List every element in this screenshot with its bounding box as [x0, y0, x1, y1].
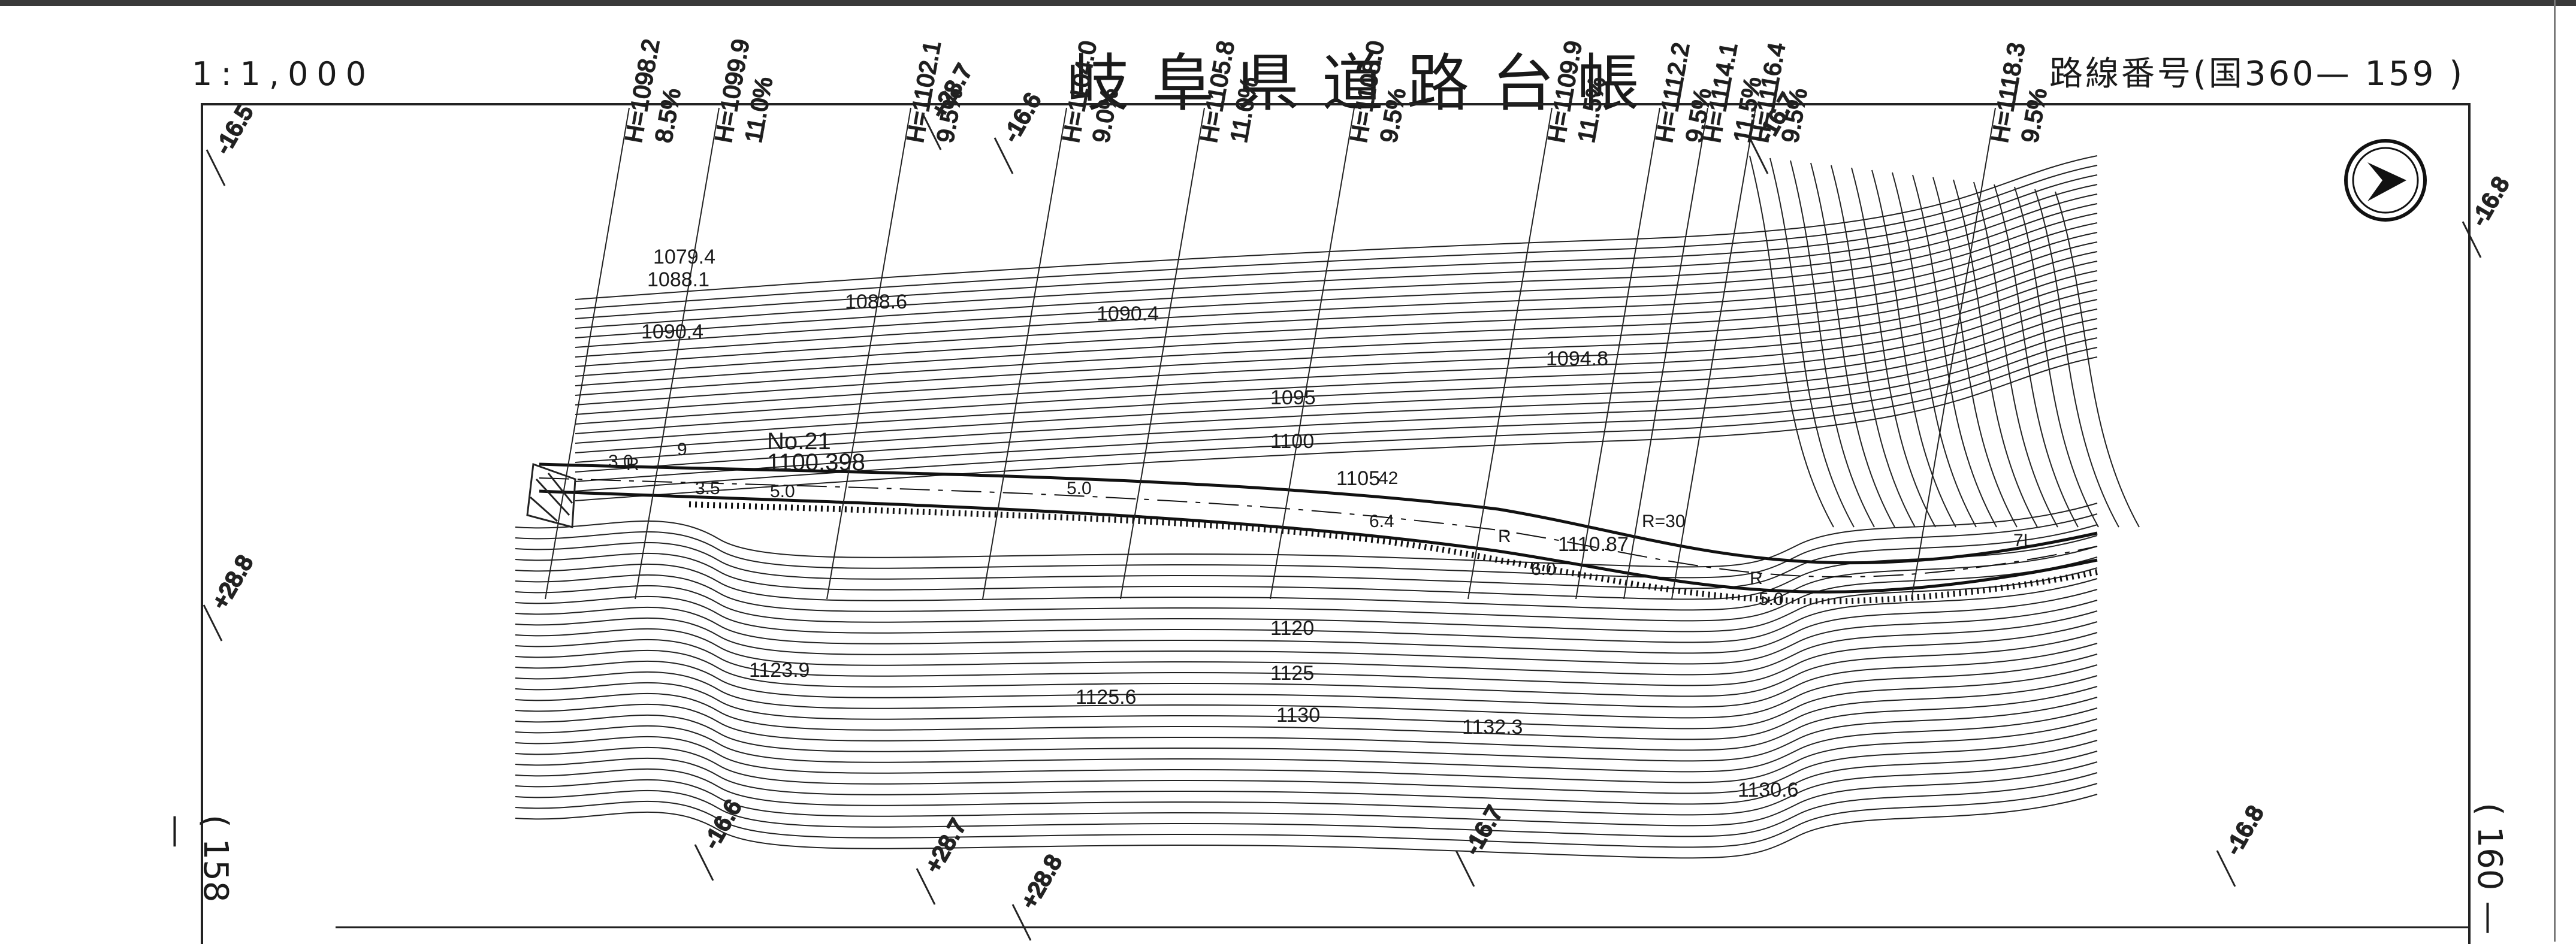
road-label: 5.0 [1067, 479, 1092, 498]
grid-tick [916, 868, 936, 905]
grid-tick-label: -16.8 [2221, 801, 2269, 859]
profile-grade-label: 9.5% [1376, 86, 1411, 144]
next-sheet-ref: ( 160 — [2470, 803, 2509, 935]
road-label: No.21 [767, 428, 831, 455]
elevation-label: 1130.6 [1738, 779, 1798, 801]
road-label: R [1498, 527, 1511, 546]
profile-line [1120, 107, 1205, 600]
map-frame [201, 103, 2471, 944]
elevation-label: 1132.3 [1462, 716, 1523, 739]
elevation-label: 1088.1 [647, 268, 709, 291]
hatched-box [526, 462, 576, 528]
road-label: 5.0 [770, 482, 795, 501]
road-label: R [626, 455, 639, 474]
road-label: 9 [677, 440, 687, 459]
road-label: R [1750, 568, 1763, 588]
grid-tick [1455, 850, 1475, 887]
profile-line [982, 107, 1067, 600]
grid-tick-label: +28.7 [920, 815, 971, 877]
elevation-label: 1110.87 [1558, 533, 1629, 556]
elevation-label: 1130 [1276, 704, 1320, 727]
elevation-label: 1105 [1336, 467, 1380, 490]
elevation-label: 1090.4 [1097, 302, 1159, 325]
profile-line [545, 107, 630, 600]
profile-line [1467, 107, 1553, 600]
route-number: 路線番号(国360— 159 ) [2049, 55, 2465, 93]
grid-tick-label: +28.8 [1016, 851, 1067, 913]
map-scale: 1:1,000 [192, 55, 375, 93]
road-label: 42 [1378, 468, 1398, 488]
grid-tick [2216, 850, 2236, 887]
profile-line-group: H=1098.28.5%H=1099.911.0%H=1102.19.5%H=1… [545, 37, 2053, 600]
road-label: 7L [2013, 531, 2033, 550]
elevation-label: 1120 [1270, 617, 1314, 640]
elevation-label: 1090.4 [641, 320, 703, 343]
north-arrow-icon [2344, 139, 2427, 222]
grid-tick-label: -16.8 [2466, 173, 2514, 230]
profile-line [1270, 107, 1355, 600]
sheet-top-edge [0, 0, 2576, 6]
grid-tick [1011, 904, 1032, 941]
elevation-label: 1123.9 [749, 659, 810, 682]
road-label: 5.0 [1759, 589, 1784, 609]
page-title: 岐阜県道路台帳 [1067, 47, 1663, 120]
profile-line [1671, 107, 1756, 600]
profile-line [1911, 107, 1996, 600]
elevation-label: 1079.4 [653, 246, 715, 268]
elevation-label: 1100 [1270, 430, 1314, 453]
grid-tick [922, 113, 942, 150]
road-label: 6.0 [1531, 559, 1556, 579]
elevation-label: 1125.6 [1076, 686, 1136, 709]
road-label: 3.5 [695, 479, 720, 498]
profile-line [826, 107, 911, 600]
profile-grade-label: 9.5% [2017, 86, 2052, 144]
profile-grade-label: 8.5% [651, 86, 686, 144]
elevation-label: 1125 [1270, 662, 1314, 685]
profile-line [1575, 107, 1660, 600]
road-alignment [539, 462, 2098, 604]
road-label: 6.4 [1369, 512, 1394, 531]
road-label: R=30 [1642, 512, 1686, 531]
elevation-label: 1095 [1270, 386, 1316, 409]
contour-lines [515, 155, 2140, 859]
grid-tick [2462, 221, 2482, 258]
profile-line [635, 107, 720, 600]
profile-grade-label: 9.0% [1088, 86, 1124, 144]
grid-tick-label: +28.8 [207, 551, 258, 613]
profile-line [1623, 107, 1708, 600]
grid-tick-label: -16.6 [699, 795, 747, 853]
elevation-label: 1094.8 [1546, 347, 1608, 370]
grid-tick [206, 149, 226, 186]
road-label: 3.0 [608, 452, 633, 471]
grid-tick [1748, 137, 1769, 174]
grid-tick [203, 604, 223, 642]
road-label: 1100.398 [767, 449, 865, 476]
grid-tick-label: -16.6 [998, 89, 1046, 146]
grid-tick [993, 137, 1014, 174]
binding-edge [2554, 0, 2556, 942]
grid-tick-label: -16.5 [210, 101, 258, 158]
grid-tick [694, 844, 714, 881]
elevation-label: 1088.6 [845, 291, 907, 313]
